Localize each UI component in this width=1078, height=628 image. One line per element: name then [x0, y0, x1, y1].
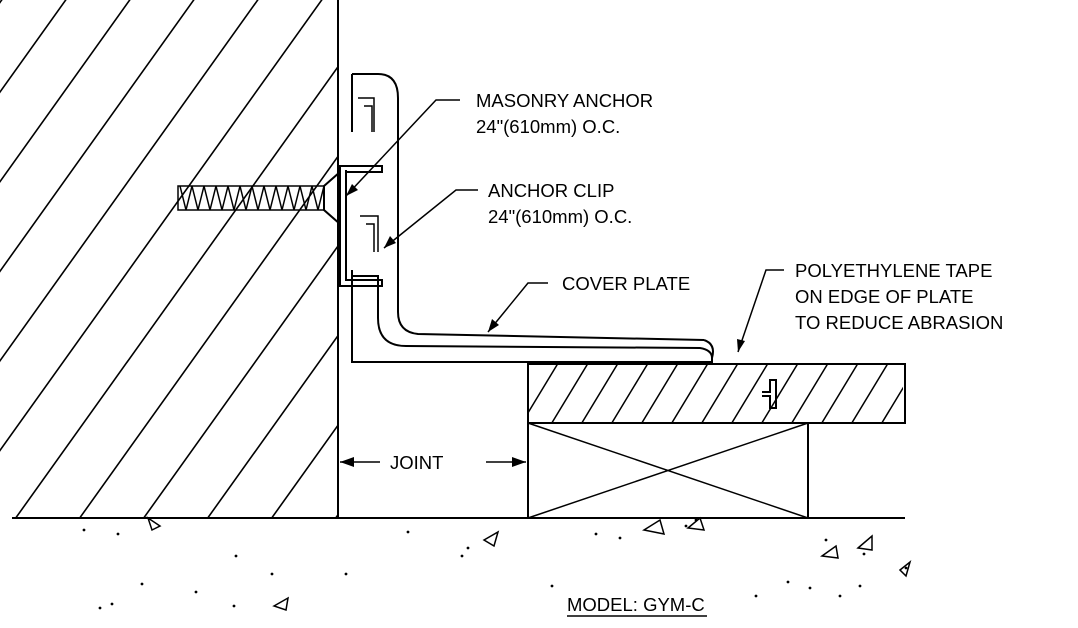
- stipple-triangle: [642, 518, 666, 535]
- cover-plate: [351, 73, 714, 363]
- stipple-dot: [270, 572, 274, 576]
- wall-hatch-line: [448, 0, 848, 540]
- joint-label: JOINT: [390, 452, 443, 473]
- wall-hatch: [0, 0, 848, 540]
- stipple-dot: [862, 552, 866, 556]
- poly-tape-label-2: ON EDGE OF PLATE: [795, 286, 974, 307]
- stipple-dot: [344, 572, 348, 576]
- stipple-dot: [234, 554, 238, 558]
- floor-grain-line: [791, 364, 829, 422]
- stipple-triangle: [856, 534, 873, 551]
- concrete-stipple: [82, 516, 912, 611]
- anchor-clip: [339, 165, 383, 287]
- wall-hatch-line: [78, 155, 338, 518]
- stipple-triangle: [820, 544, 839, 559]
- joint-dimension: [340, 457, 526, 467]
- poly-tape-label-3: TO REDUCE ABRASION: [795, 312, 1003, 333]
- stipple-dot: [618, 536, 622, 540]
- wall-hatch-line: [206, 334, 338, 518]
- stipple-dot: [858, 584, 862, 588]
- floor-grain-line: [671, 364, 709, 422]
- floor-grain-line: [821, 364, 859, 422]
- stipple-triangle: [686, 516, 706, 531]
- wall-hatch-line: [384, 0, 784, 540]
- stipple-dot: [110, 602, 114, 606]
- floor-grain-line: [881, 386, 903, 422]
- masonry-anchor-label-2: 24"(610mm) O.C.: [476, 116, 620, 137]
- wall-hatch-line: [0, 0, 323, 452]
- cover-plate-label: COVER PLATE: [562, 273, 690, 294]
- floor-grain-line: [761, 364, 799, 422]
- floor-grain-line: [551, 364, 589, 422]
- masonry-anchor-screw: [177, 169, 347, 227]
- floor-grain-line: [641, 364, 679, 422]
- anchor-clip-label-2: 24"(610mm) O.C.: [488, 206, 632, 227]
- stipple-triangle: [898, 559, 912, 578]
- thread-zigzag: [179, 185, 325, 211]
- stipple-dot: [594, 532, 598, 536]
- stipple-dot: [406, 530, 410, 534]
- wall-hatch-line: [334, 513, 338, 518]
- stipple-dot: [838, 594, 842, 598]
- wall-hatch-line: [142, 244, 338, 518]
- wall-hatch-line: [0, 0, 259, 363]
- stipple-dot: [466, 546, 470, 550]
- floor-grain-line: [611, 364, 649, 422]
- wall-hatch-line: [0, 0, 67, 94]
- stipple-dot: [82, 528, 86, 532]
- floor-grain-line: [910, 360, 950, 426]
- floor-grain: [528, 360, 950, 426]
- stipple-triangle: [146, 516, 162, 532]
- sleeper-block: [527, 422, 809, 519]
- poly-tape-label-1: POLYETHYLENE TAPE: [795, 260, 992, 281]
- anchor-clip-label-1: ANCHOR CLIP: [488, 180, 614, 201]
- stipple-dot: [194, 590, 198, 594]
- stipple-dot: [140, 582, 144, 586]
- stipple-dot: [754, 594, 758, 598]
- stipple-triangle: [272, 596, 289, 611]
- leader-lines: [345, 99, 784, 353]
- stipple-dot: [116, 532, 120, 536]
- screw-threads: [179, 185, 325, 211]
- wall-hatch-line: [14, 65, 338, 518]
- stipple-dot: [786, 580, 790, 584]
- wall-hatch-line: [270, 423, 338, 518]
- stipple-triangle: [482, 530, 500, 548]
- masonry-wall: [0, 0, 848, 540]
- floor-grain-line: [581, 364, 619, 422]
- stipple-dot: [824, 538, 828, 542]
- model-label: MODEL: GYM-C: [567, 594, 705, 615]
- stipple-dot: [550, 584, 554, 588]
- stipple-dot: [232, 604, 236, 608]
- masonry-anchor-label-1: MASONRY ANCHOR: [476, 90, 653, 111]
- stipple-dot: [684, 524, 688, 528]
- wall-hatch-line: [0, 0, 131, 183]
- stipple-dot: [904, 566, 908, 570]
- stipple-dot: [98, 606, 102, 610]
- stipple-dot: [808, 586, 812, 590]
- wall-hatch-line: [0, 0, 195, 273]
- stipple-dot: [460, 554, 464, 558]
- floor-grain-line: [701, 364, 739, 422]
- wood-floor-board: [527, 360, 950, 426]
- floor-grain-line: [731, 364, 769, 422]
- floor-grain-line: [528, 364, 559, 415]
- floor-grain-line: [851, 364, 889, 422]
